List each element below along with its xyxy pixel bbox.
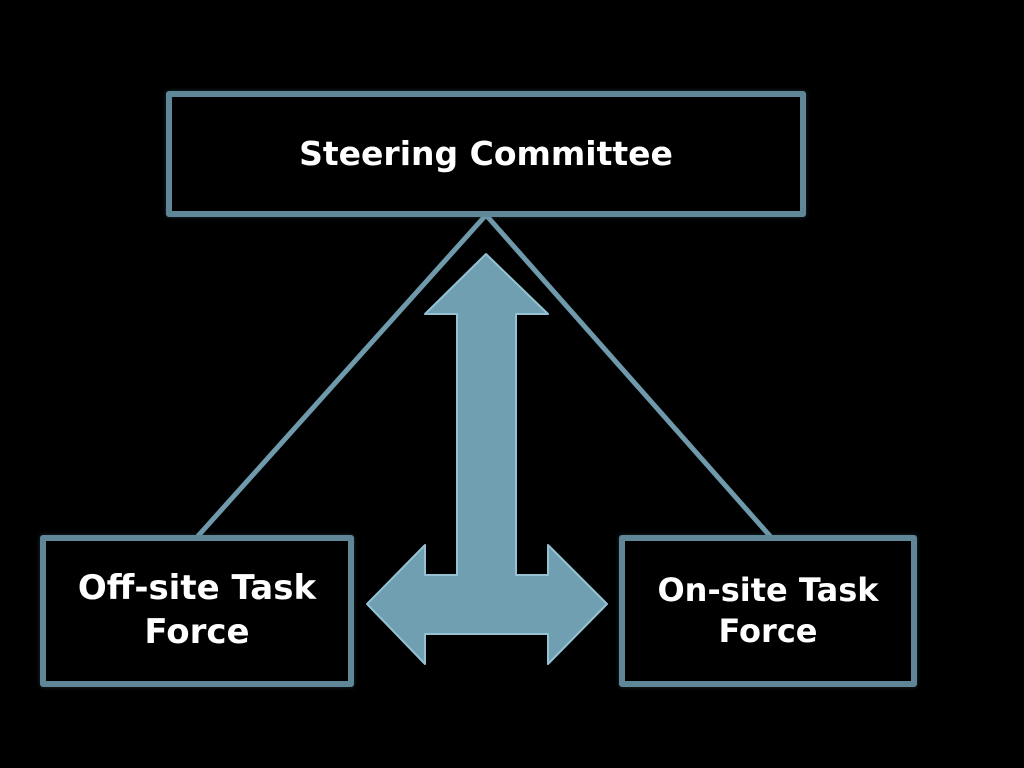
connector-line-left — [195, 212, 489, 539]
off-site-task-force-label: Off-site Task Force — [77, 568, 317, 652]
steering-committee-label: Steering Committee — [299, 133, 673, 173]
three-way-arrow-icon — [366, 253, 608, 665]
connector-line-right — [483, 212, 773, 539]
off-site-task-force-box: Off-site Task Force — [40, 535, 354, 687]
on-site-task-force-label: On-site Task Force — [657, 571, 879, 650]
on-site-task-force-box: On-site Task Force — [619, 535, 917, 687]
steering-committee-box: Steering Committee — [166, 91, 806, 217]
